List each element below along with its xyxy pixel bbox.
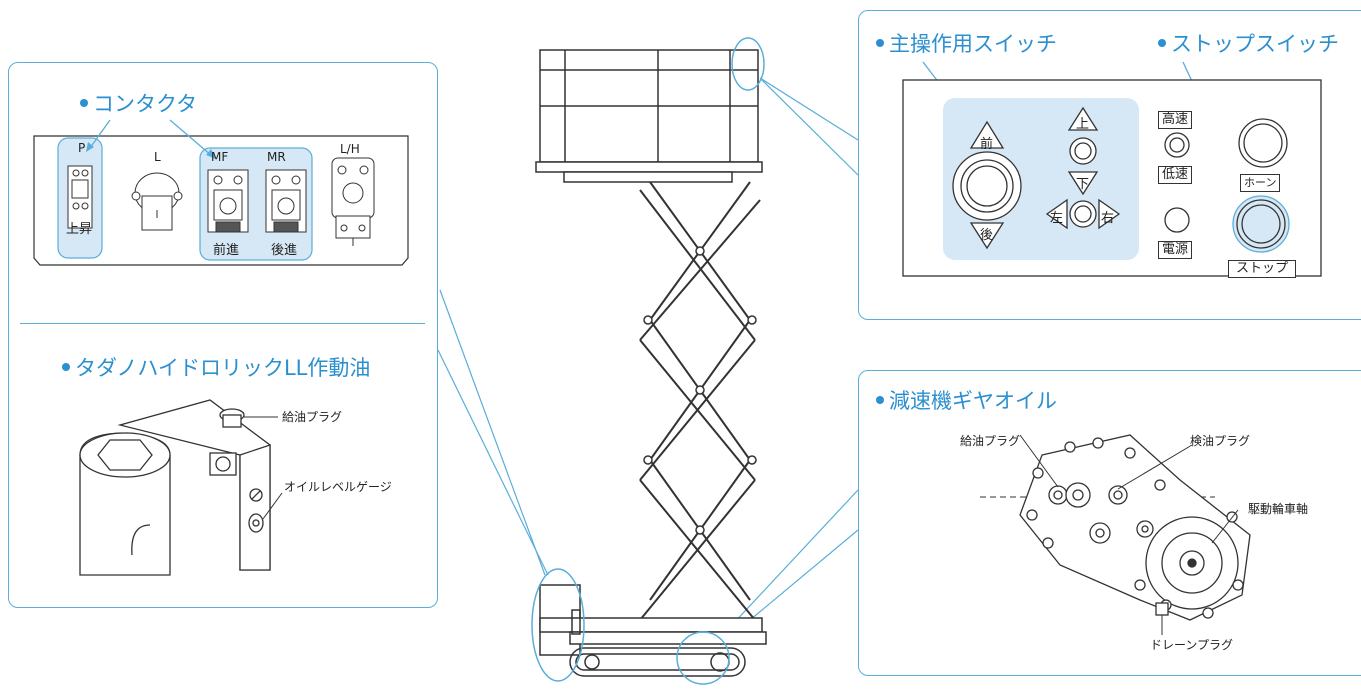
left-label: 左 xyxy=(1050,211,1064,226)
contactor-mf-name: 前進 xyxy=(213,243,240,258)
forward-label: 前 xyxy=(980,137,994,152)
bullet-dot xyxy=(62,363,70,371)
panel-divider xyxy=(20,323,425,324)
contactor-mr-code: MR xyxy=(267,150,286,164)
contactor-p-code: P xyxy=(78,141,86,155)
contactor-lh-code: L/H xyxy=(340,142,360,156)
gear-fill-plug-label: 給油プラグ xyxy=(960,434,1021,448)
drive-wheel-axle-label: 駆動輪車軸 xyxy=(1248,502,1309,516)
hydraulic-oil-heading: タダノハイドロリックLL作動油 xyxy=(62,352,370,382)
up-label: 上 xyxy=(1076,117,1090,132)
contactor-mr-name: 後進 xyxy=(271,243,298,258)
low-speed-label: 低速 xyxy=(1158,166,1193,184)
hydraulic-tank-diagram xyxy=(79,399,283,576)
right-label: 右 xyxy=(1101,211,1115,226)
hydraulic-fill-plug-label: 給油プラグ xyxy=(282,410,343,424)
backward-label: 後 xyxy=(980,228,994,243)
contactor-l-code: L xyxy=(154,150,161,164)
bullet-dot xyxy=(876,396,884,404)
scissor-lift-illustration xyxy=(531,37,767,685)
down-label: 下 xyxy=(1076,177,1090,192)
bullet-dot xyxy=(80,99,88,107)
bullet-dot xyxy=(876,39,884,47)
contactor-heading: コンタクタ xyxy=(80,88,197,118)
horn-label: ホーン xyxy=(1240,174,1281,192)
gearbox-diagram xyxy=(980,434,1251,635)
drain-plug-label: ドレーンプラグ xyxy=(1150,638,1234,652)
bullet-dot xyxy=(1158,39,1166,47)
high-speed-label: 高速 xyxy=(1158,111,1193,129)
gear-oil-heading: 減速機ギヤオイル xyxy=(876,385,1057,415)
contactor-mf-code: MF xyxy=(211,150,229,164)
contactor-p-name: 上昇 xyxy=(66,222,93,237)
power-label: 電源 xyxy=(1158,241,1193,259)
control-panel-diagram xyxy=(902,61,1322,277)
main-switch-heading: 主操作用スイッチ xyxy=(876,28,1057,58)
stop-switch-heading: ストップスイッチ xyxy=(1158,28,1339,58)
stop-label: ストップ xyxy=(1228,260,1296,278)
oil-level-gauge-label: オイルレベルゲージ xyxy=(284,480,392,494)
contactor-diagram xyxy=(33,119,409,266)
check-plug-label: 検油プラグ xyxy=(1190,434,1251,448)
